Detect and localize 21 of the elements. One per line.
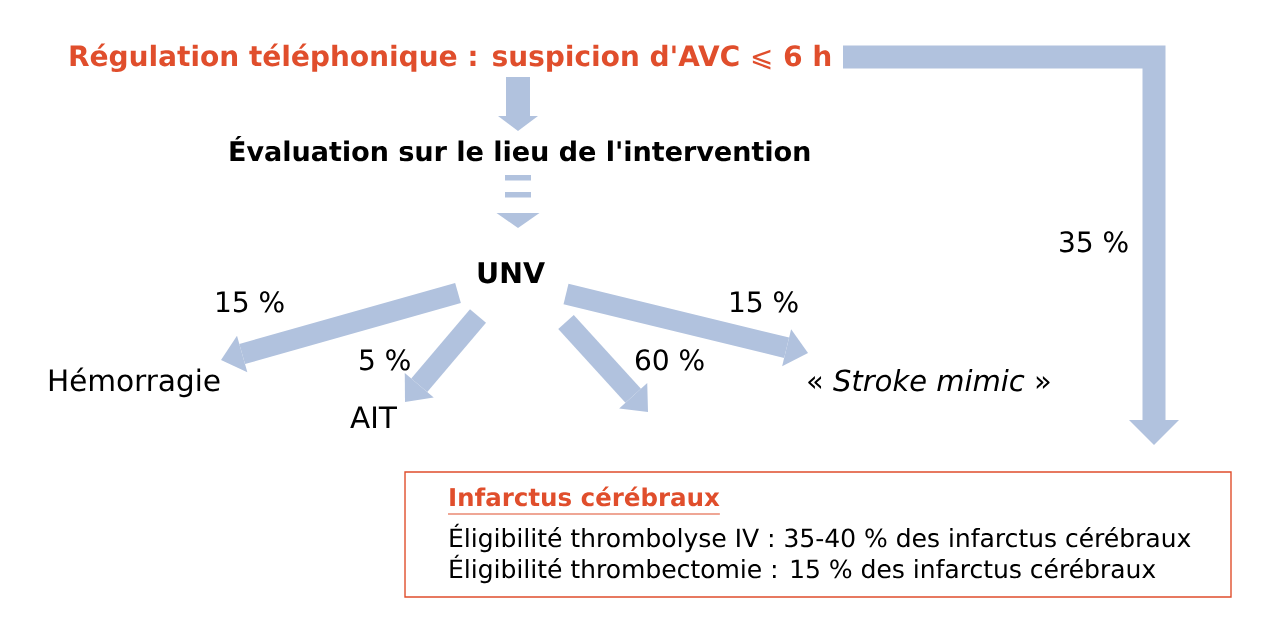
block-arrow	[498, 77, 538, 131]
edge-label: 15 %	[217, 291, 284, 313]
block-arrow	[404, 309, 486, 402]
block-arrow	[843, 45, 1179, 445]
block-arrow	[496, 175, 540, 228]
edge-label: 5 %	[360, 349, 410, 371]
block-arrow	[221, 282, 461, 373]
block-arrow	[558, 314, 648, 412]
outcome-label: « Stroke mimic »	[808, 368, 1050, 392]
edge-label: 35 %	[1060, 231, 1128, 253]
outcome-label: AIT	[350, 406, 397, 428]
heading-text: Régulation téléphonique : suspicion d'AVC ⩽ 6 h	[70, 43, 831, 73]
body-text: Éligibilité thrombolyse IV : 35-40 % des infarctus cérébraux	[450, 523, 1191, 553]
edge-label: 60 %	[635, 349, 704, 371]
step-label: Évaluation sur le lieu de l'intervention	[230, 135, 810, 162]
block-arrow	[563, 283, 808, 367]
step-label: UNV	[478, 262, 545, 284]
body-text: Éligibilité thrombectomie : 15 % des infarctus cérébraux	[450, 554, 1156, 584]
box-heading: Infarctus cérébraux	[447, 486, 721, 515]
outcome-label: Hémorragie	[49, 367, 220, 398]
edge-label: 15 %	[731, 291, 798, 313]
